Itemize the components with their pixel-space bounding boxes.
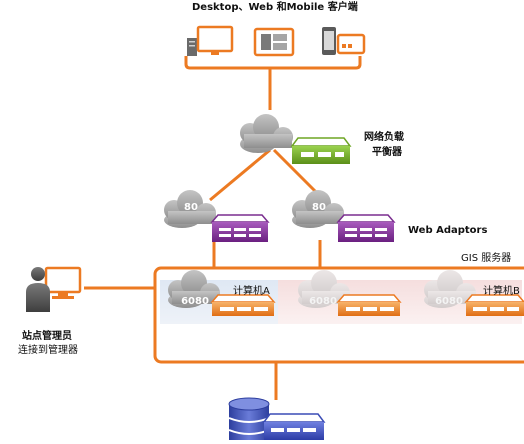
load-balancer-cloud [240,114,293,153]
gis-machine-b-cloud [424,270,476,308]
admin-monitor-icon [44,266,82,299]
data-server-icon [262,413,326,440]
web-adaptor-port-1: 80 [184,202,198,213]
gis-machine-b-server [464,294,524,316]
tablet-icon [253,27,295,57]
admin-person-icon [26,267,50,312]
load-balancer-label-line2: 平衡器 [372,147,402,158]
gis-machine-2-port: 6080 [309,296,337,307]
gis-machine-b-port: 6080 [435,296,463,307]
web-adaptor-cloud-2 [292,190,344,228]
web-adaptor-server-1 [210,214,270,242]
desktop-icon [187,25,234,56]
admin-title: 站点管理员 [22,331,72,342]
gis-machine-b-label: 计算机B [483,286,520,297]
connector-lines [84,56,362,400]
database-icon [228,397,270,440]
load-balancer-server [290,137,352,164]
web-adaptors-label: Web Adaptors [408,225,488,236]
gis-machine-2-cloud [298,270,350,308]
web-adaptor-cloud-1 [164,190,216,228]
gis-machine-a-cloud [168,270,220,308]
load-balancer-label-line1: 网络负载 [364,132,404,143]
mobile-icon [322,27,366,55]
gis-machine-a-label: 计算机A [233,286,270,297]
gis-machine-a-port: 6080 [181,296,209,307]
web-adaptor-port-2: 80 [312,202,326,213]
gis-machine-a-server [210,294,276,316]
admin-subtitle: 连接到管理器 [18,345,78,356]
web-adaptor-server-2 [336,214,396,242]
gis-machine-2-server [336,294,402,316]
gis-server-label: GIS 服务器 [461,253,512,264]
clients-title: Desktop、Web 和Mobile 客户端 [192,2,358,13]
